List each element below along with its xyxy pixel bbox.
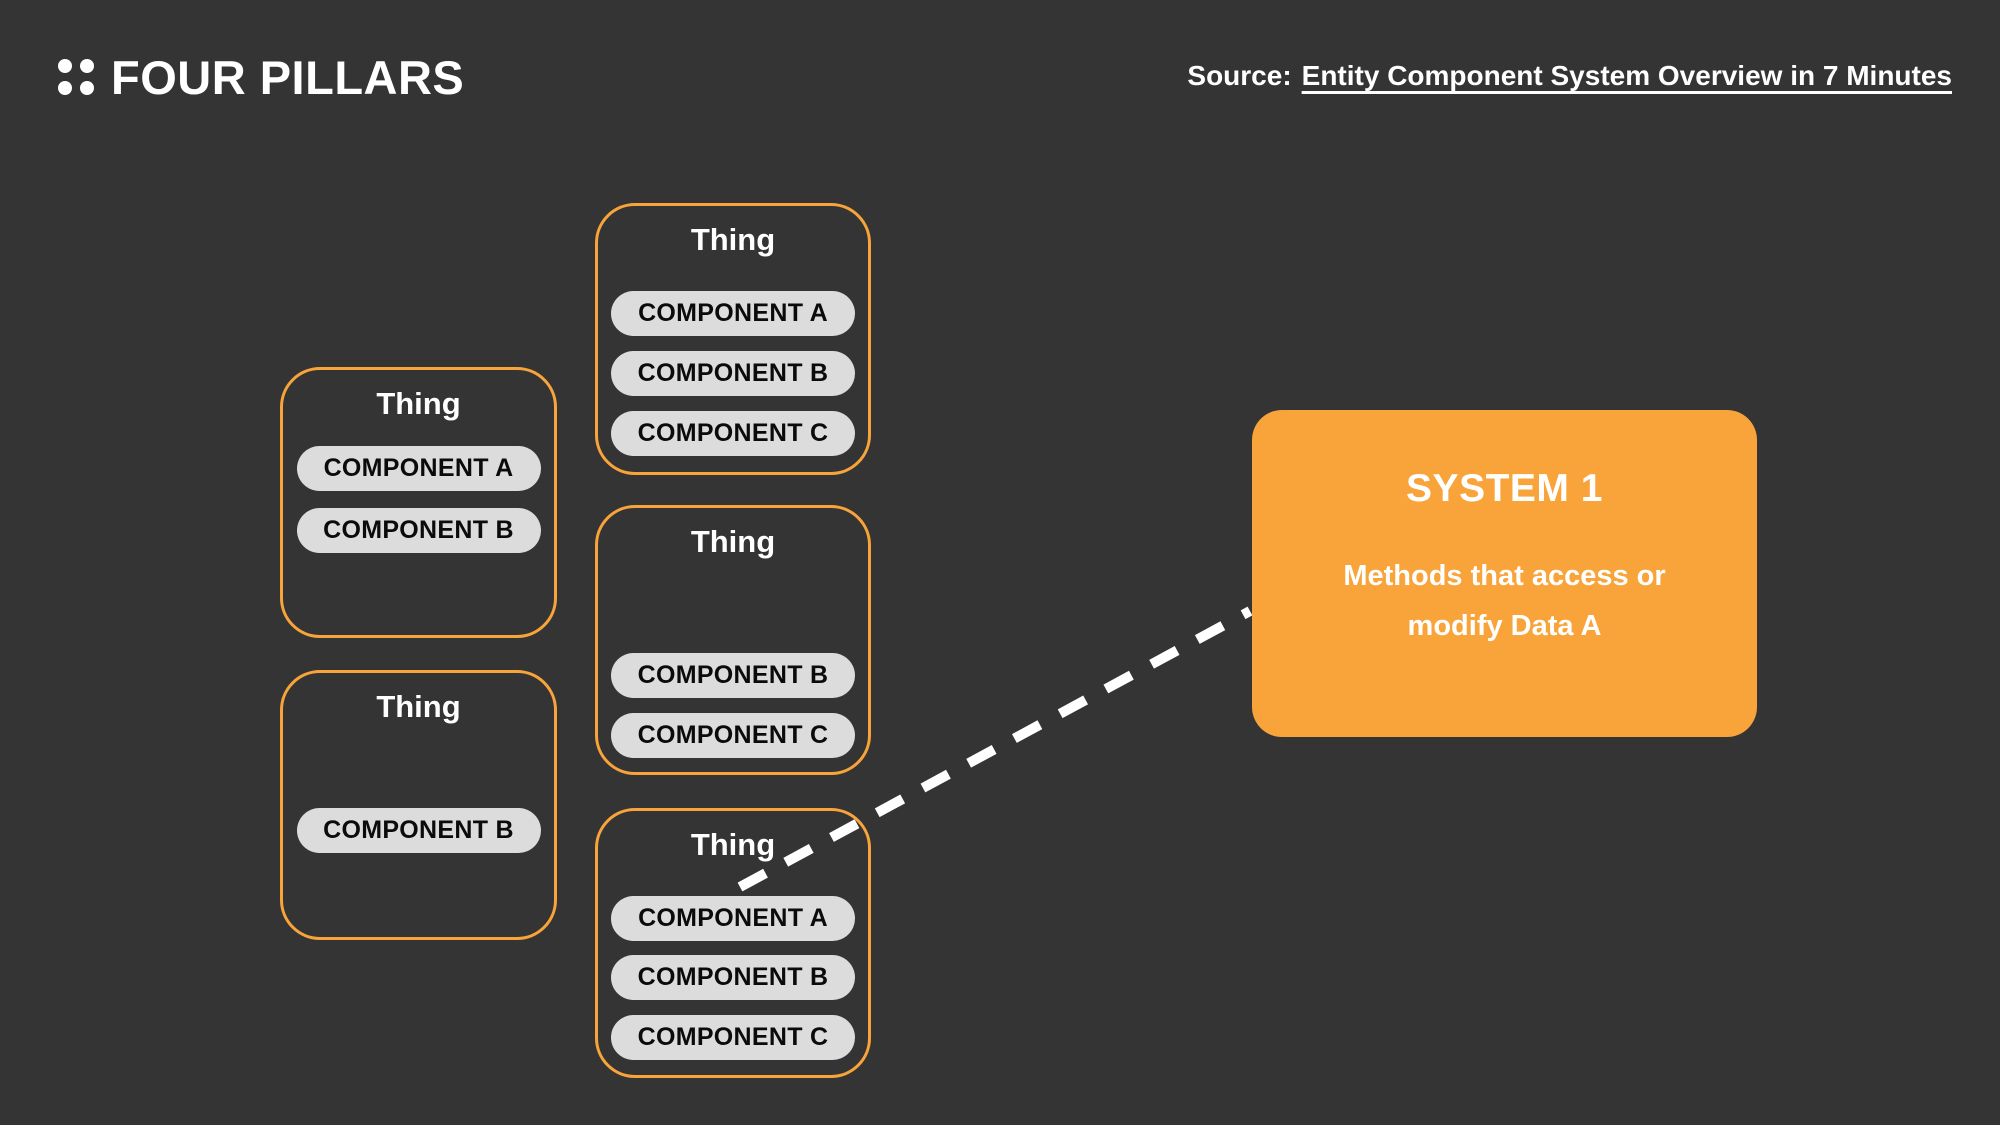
entity-title: Thing: [690, 827, 776, 862]
source-link[interactable]: Entity Component System Overview in 7 Mi…: [1301, 60, 1952, 91]
entity-box: Thing COMPONENT A COMPONENT B COMPONENT …: [595, 203, 871, 475]
component-pill: COMPONENT B: [296, 508, 541, 553]
logo-dot: [80, 59, 94, 73]
entity-box: Thing COMPONENT B: [280, 670, 557, 940]
logo-dot: [58, 81, 72, 95]
component-pill: COMPONENT B: [611, 955, 855, 1000]
entity-box: Thing COMPONENT A COMPONENT B: [280, 367, 557, 638]
component-pill: COMPONENT A: [611, 291, 855, 336]
system-box: SYSTEM 1 Methods that access or modify D…: [1252, 410, 1757, 737]
system-description: Methods that access or modify Data A: [1252, 551, 1757, 651]
logo-dot: [58, 59, 72, 73]
component-pill: COMPONENT B: [296, 808, 541, 853]
source-attribution: Source: Entity Component System Overview …: [1187, 60, 1952, 92]
entity-title: Thing: [376, 689, 461, 724]
system-description-line: Methods that access or: [1343, 560, 1666, 592]
source-label: Source:: [1187, 60, 1292, 91]
entity-box: Thing COMPONENT B COMPONENT C: [595, 505, 871, 775]
logo-dot: [80, 81, 94, 95]
entity-title: Thing: [690, 222, 776, 257]
system-description-line: modify Data A: [1407, 610, 1602, 642]
entity-box: Thing COMPONENT A COMPONENT B COMPONENT …: [595, 808, 871, 1078]
logo: FOUR PILLARS: [58, 48, 464, 106]
four-dots-icon: [58, 59, 94, 95]
logo-text: FOUR PILLARS: [111, 50, 465, 104]
component-pill: COMPONENT C: [611, 713, 855, 758]
component-pill: COMPONENT C: [611, 1015, 855, 1060]
component-pill: COMPONENT A: [296, 446, 541, 491]
component-pill: COMPONENT B: [611, 653, 855, 698]
system-title: SYSTEM 1: [1406, 467, 1603, 510]
entity-title: Thing: [376, 386, 461, 421]
entity-title: Thing: [690, 524, 776, 559]
component-pill: COMPONENT C: [611, 411, 855, 456]
component-pill: COMPONENT A: [611, 896, 855, 941]
component-pill: COMPONENT B: [611, 351, 855, 396]
